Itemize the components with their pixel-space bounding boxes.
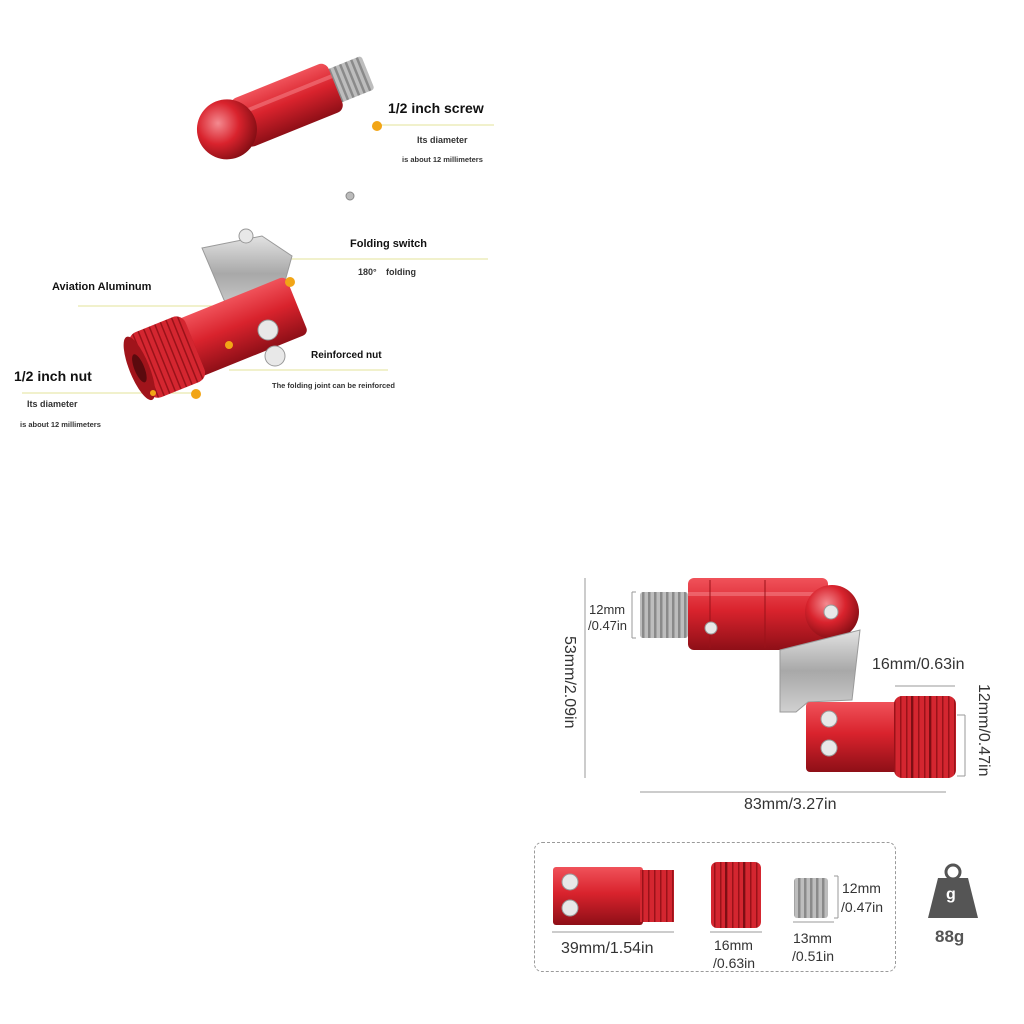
part-nut-length-in: /0.63in — [713, 955, 756, 971]
dim-folding-plate — [779, 629, 861, 713]
weight-value: 88g — [935, 927, 965, 946]
part-screw-length-in: /0.51in — [792, 948, 835, 964]
dim-lower-body — [806, 702, 898, 772]
bottom-nut-drawing — [123, 277, 307, 401]
dim-lower-nut — [894, 696, 956, 778]
reinforced-nut-detail: The folding joint can be reinforced — [272, 381, 395, 390]
screw-diameter-value: is about 12 millimeters — [402, 155, 483, 164]
weight-icon — [928, 863, 978, 918]
nut-diameter-value: is about 12 millimeters — [20, 420, 101, 429]
reinforced-nut-title: Reinforced nut — [311, 350, 382, 361]
folding-switch-title: Folding switch — [350, 238, 427, 250]
dim-height: 53mm/2.09in — [561, 636, 578, 729]
dim-nut-diameter: 12mm/0.47in — [975, 684, 992, 777]
part-screw — [794, 878, 828, 918]
nut-title: 1/2 inch nut — [14, 368, 92, 384]
dim-screw-diameter-in: /0.47in — [588, 618, 628, 633]
part-body-length: 39mm/1.54in — [561, 940, 654, 957]
aluminum-title: Aviation Aluminum — [52, 281, 152, 293]
part-nut-length-mm: 16mm — [714, 937, 753, 953]
folding-angle: 180° — [358, 267, 377, 277]
folding-detail: folding — [386, 267, 416, 277]
part-screw-diameter-mm: 12mm — [842, 880, 881, 896]
part-nut — [711, 862, 761, 928]
screw-title: 1/2 inch screw — [388, 100, 484, 116]
part-screw-diameter-in: /0.47in — [841, 899, 884, 915]
nut-diameter-label: Its diameter — [27, 399, 78, 409]
top-adapter-drawing — [196, 56, 374, 160]
screw-diameter-label: Its diameter — [417, 135, 468, 145]
feature-dots — [150, 121, 382, 399]
part-screw-length-mm: 13mm — [793, 930, 832, 946]
weight-icon-letter: g — [946, 886, 956, 903]
dimension-lines — [584, 578, 966, 793]
dim-total-length: 83mm/3.27in — [744, 796, 837, 813]
dim-screw-diameter-mm: 12mm — [589, 602, 626, 617]
dim-screw — [640, 592, 688, 638]
parts-breakdown-box — [534, 842, 896, 972]
dim-nut-length: 16mm/0.63in — [872, 656, 965, 673]
